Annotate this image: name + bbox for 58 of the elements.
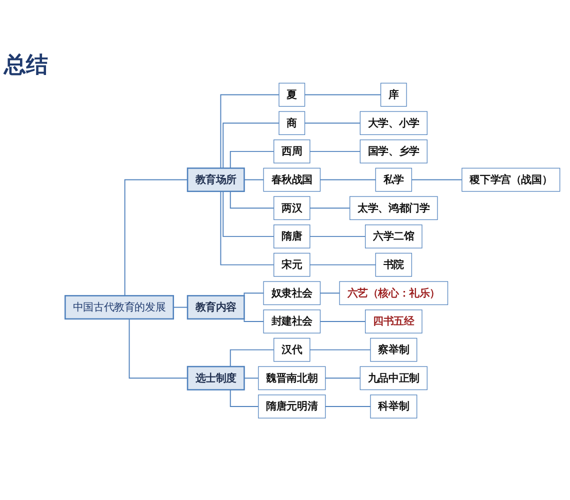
- node-box: 私学: [375, 168, 412, 192]
- connector: [230, 390, 259, 408]
- connector: [324, 378, 361, 380]
- node-box: 封建社会: [263, 310, 321, 334]
- connector: [244, 318, 264, 322]
- node-box: 选士制度: [186, 366, 245, 391]
- node-box: 教育内容: [186, 295, 245, 320]
- connector: [320, 180, 376, 181]
- connector: [324, 406, 371, 408]
- node-box: 大学、小学: [360, 112, 428, 136]
- connector: [230, 350, 274, 368]
- node-box: 国学、乡学: [360, 140, 428, 164]
- connector: [222, 191, 274, 238]
- node-box: 庠: [380, 83, 407, 108]
- node-box: 科举制: [370, 394, 418, 419]
- connector: [309, 151, 361, 152]
- connector: [309, 264, 376, 266]
- node-box: 教育场所: [186, 168, 245, 192]
- node-box: 宋元: [274, 253, 310, 278]
- connector: [309, 350, 371, 351]
- node-box: 两汉: [274, 196, 310, 220]
- connector: [124, 180, 188, 297]
- connector: [230, 191, 274, 209]
- connector: [220, 191, 274, 266]
- node-box: 九品中正制: [360, 366, 428, 390]
- connector: [309, 236, 366, 238]
- node-box: 汉代: [274, 338, 310, 362]
- connector: [244, 293, 264, 297]
- connector: [304, 122, 361, 124]
- node-box: 太学、鸿都门学: [350, 196, 438, 220]
- node-box: 中国古代教育的发展: [64, 295, 174, 320]
- title: 总结: [4, 52, 48, 80]
- node-box: 稷下学宫（战国）: [462, 168, 560, 192]
- node-box: 四书五经: [365, 310, 422, 334]
- node-box: 奴隶社会: [263, 282, 321, 306]
- node-box: 察举制: [370, 338, 418, 362]
- node-box: 书院: [375, 253, 412, 278]
- connector: [309, 208, 350, 209]
- node-box: 六艺（核心：礼乐）: [339, 282, 448, 306]
- node-box: 西周: [274, 140, 310, 164]
- node-box: 夏: [278, 83, 306, 108]
- connector: [230, 151, 274, 170]
- connector: [172, 307, 188, 308]
- node-box: 隋唐: [274, 224, 310, 249]
- connector: [244, 180, 264, 181]
- connector: [411, 180, 462, 181]
- node-box: 春秋战国: [263, 168, 321, 192]
- node-box: 商: [278, 112, 306, 136]
- connector: [320, 293, 340, 294]
- connector: [128, 318, 188, 380]
- connector: [220, 94, 280, 170]
- node-box: 隋唐元明清: [258, 394, 326, 419]
- connector: [222, 122, 280, 170]
- connector: [244, 378, 259, 380]
- node-box: 六学二馆: [365, 224, 422, 249]
- connector: [320, 321, 366, 322]
- connector: [304, 94, 382, 96]
- node-box: 魏晋南北朝: [258, 366, 326, 390]
